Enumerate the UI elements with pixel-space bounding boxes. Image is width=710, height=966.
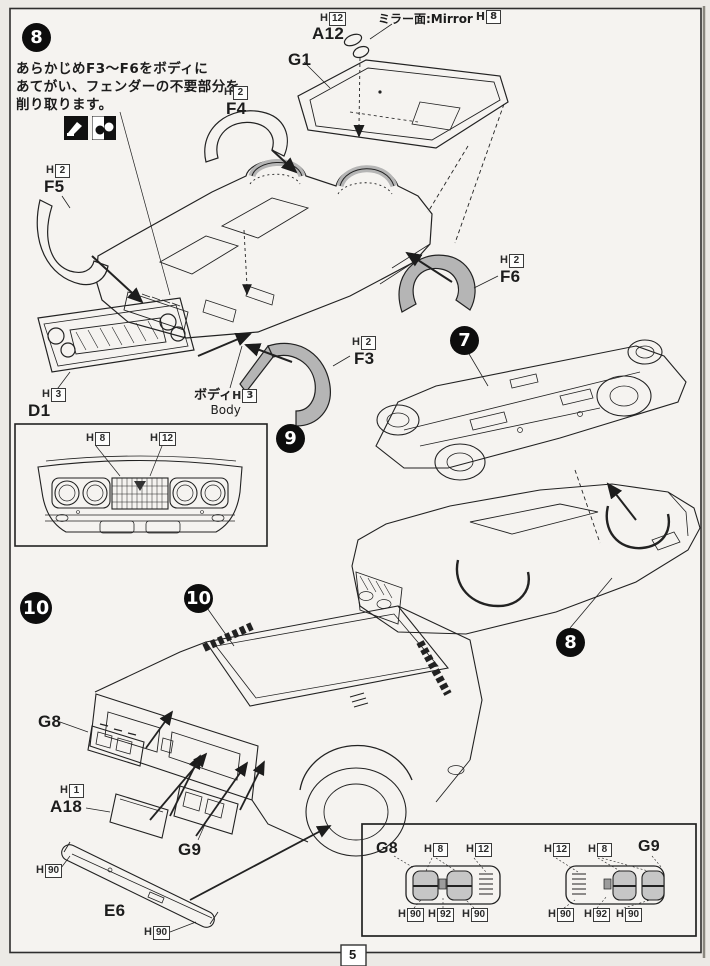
step10-illustration bbox=[57, 597, 483, 933]
part-label-f3: F3 bbox=[354, 349, 375, 368]
part-label-f4: F4 bbox=[226, 99, 247, 118]
part-g9-taillight bbox=[149, 752, 265, 841]
part-label-f5: F5 bbox=[44, 177, 65, 196]
chassis-underside bbox=[375, 339, 687, 481]
part-label-a12: A12 bbox=[312, 24, 345, 43]
step-8-badge: 8 bbox=[22, 23, 51, 52]
legend-icons bbox=[64, 115, 117, 145]
part-label-e6: E6 bbox=[104, 901, 126, 920]
g9-taillight-detail bbox=[555, 855, 665, 909]
page-frame bbox=[9, 7, 702, 954]
step9-front-view bbox=[14, 423, 268, 547]
part-f4-fender bbox=[204, 110, 298, 174]
inverted-body-shell bbox=[351, 483, 701, 635]
part-label-g9: G9 bbox=[178, 840, 202, 859]
part-label-a18: A18 bbox=[50, 797, 83, 816]
step7-illustration bbox=[351, 339, 701, 635]
part-label-f6: F6 bbox=[500, 267, 521, 286]
part-a12-mirror bbox=[303, 23, 393, 138]
part-e6-bumper bbox=[57, 825, 332, 933]
part-d1-front-panel bbox=[37, 297, 252, 393]
part-f5-fender bbox=[36, 195, 144, 304]
part-f6-fender bbox=[398, 251, 499, 313]
body-label-en: Body bbox=[210, 403, 241, 417]
detail-g9-label: G9 bbox=[638, 838, 660, 855]
taillight-detail-box bbox=[361, 823, 697, 937]
page-number-box bbox=[340, 944, 367, 966]
car-rear-view bbox=[89, 597, 483, 857]
step-8-body-badge: 8 bbox=[556, 628, 585, 657]
step8-illustration bbox=[36, 23, 509, 427]
page-number: 5 bbox=[349, 947, 357, 962]
step-7-badge: 7 bbox=[450, 326, 479, 355]
part-g1-panel bbox=[297, 59, 509, 149]
paint-two-tone-icon bbox=[91, 115, 117, 145]
part-label-g1: G1 bbox=[288, 50, 312, 69]
step-10-badge: 10 bbox=[20, 592, 52, 624]
part-label-g8: G8 bbox=[38, 712, 62, 731]
g8-taillight-detail bbox=[393, 855, 501, 909]
part-g8-taillight bbox=[59, 710, 174, 767]
step-9-badge: 9 bbox=[276, 424, 305, 453]
step-10-hatch-badge: 10 bbox=[184, 584, 213, 613]
step8-instructions: あらかじめF3〜F6をボディに あてがい、フェンダーの不要部分を 削り取ります。 bbox=[16, 61, 240, 113]
trim-knife-icon bbox=[64, 116, 88, 145]
detail-g8-label: G8 bbox=[376, 840, 398, 857]
part-label-d1: D1 bbox=[28, 401, 51, 420]
